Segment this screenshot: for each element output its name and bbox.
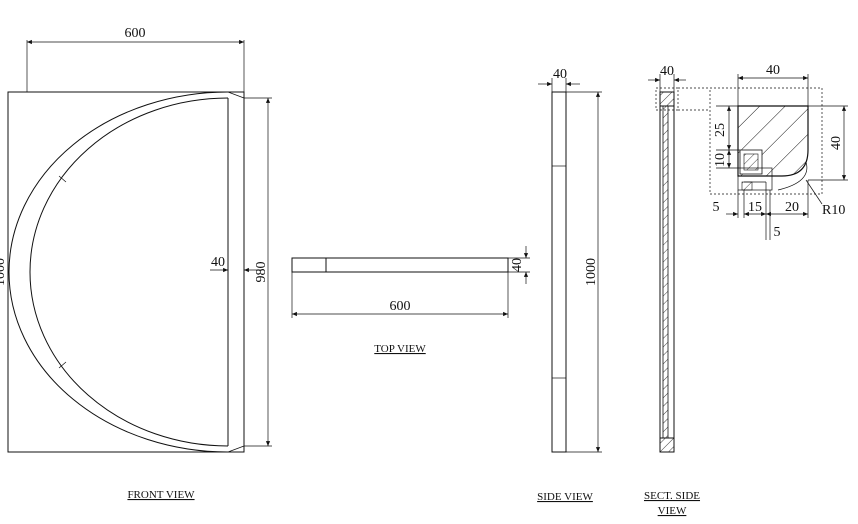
label-front-view: FRONT VIEW [127,489,195,501]
arc-inner [29,97,229,447]
side-outline [551,91,567,453]
dim-side-height: 1000 [584,258,599,286]
dim-detail-15: 15 [748,200,762,215]
dim-detail-20: 20 [785,200,799,215]
top-view: 600 40 TOP VIEW [291,246,530,355]
label-section-line2: VIEW [658,505,687,517]
top-outline [291,257,509,273]
dim-front-bar: 40 [211,255,225,270]
dim-front-height-outer: 1000 [0,258,8,286]
label-top-view: TOP VIEW [374,343,426,355]
section-side-view: 40 SECT. SIDE VIEW [644,64,710,517]
dim-detail-height: 40 [829,136,844,150]
dim-detail-width: 40 [766,63,780,78]
arc-outer [8,91,229,453]
dim-top-depth: 40 [510,258,525,272]
dim-detail-25: 25 [713,123,728,137]
dim-detail-5a: 5 [713,200,720,215]
dim-front-width: 600 [125,26,146,41]
section-detail: R10 40 40 25 10 5 15 20 5 [709,63,848,240]
dim-detail-10: 10 [713,153,728,167]
front-outline [7,91,245,453]
dim-top-width: 600 [390,299,411,314]
dim-front-height-inner: 980 [254,262,269,283]
label-side-view: SIDE VIEW [537,491,593,503]
dim-side-depth: 40 [553,67,567,82]
dim-detail-radius: R10 [822,203,845,218]
label-section-line1: SECT. SIDE [644,490,700,502]
dim-detail-5b: 5 [774,225,781,240]
dim-section-depth: 40 [660,64,674,79]
front-view: 600 1000 980 40 FRONT VIEW [0,26,272,501]
side-view: 40 1000 SIDE VIEW [537,67,602,503]
